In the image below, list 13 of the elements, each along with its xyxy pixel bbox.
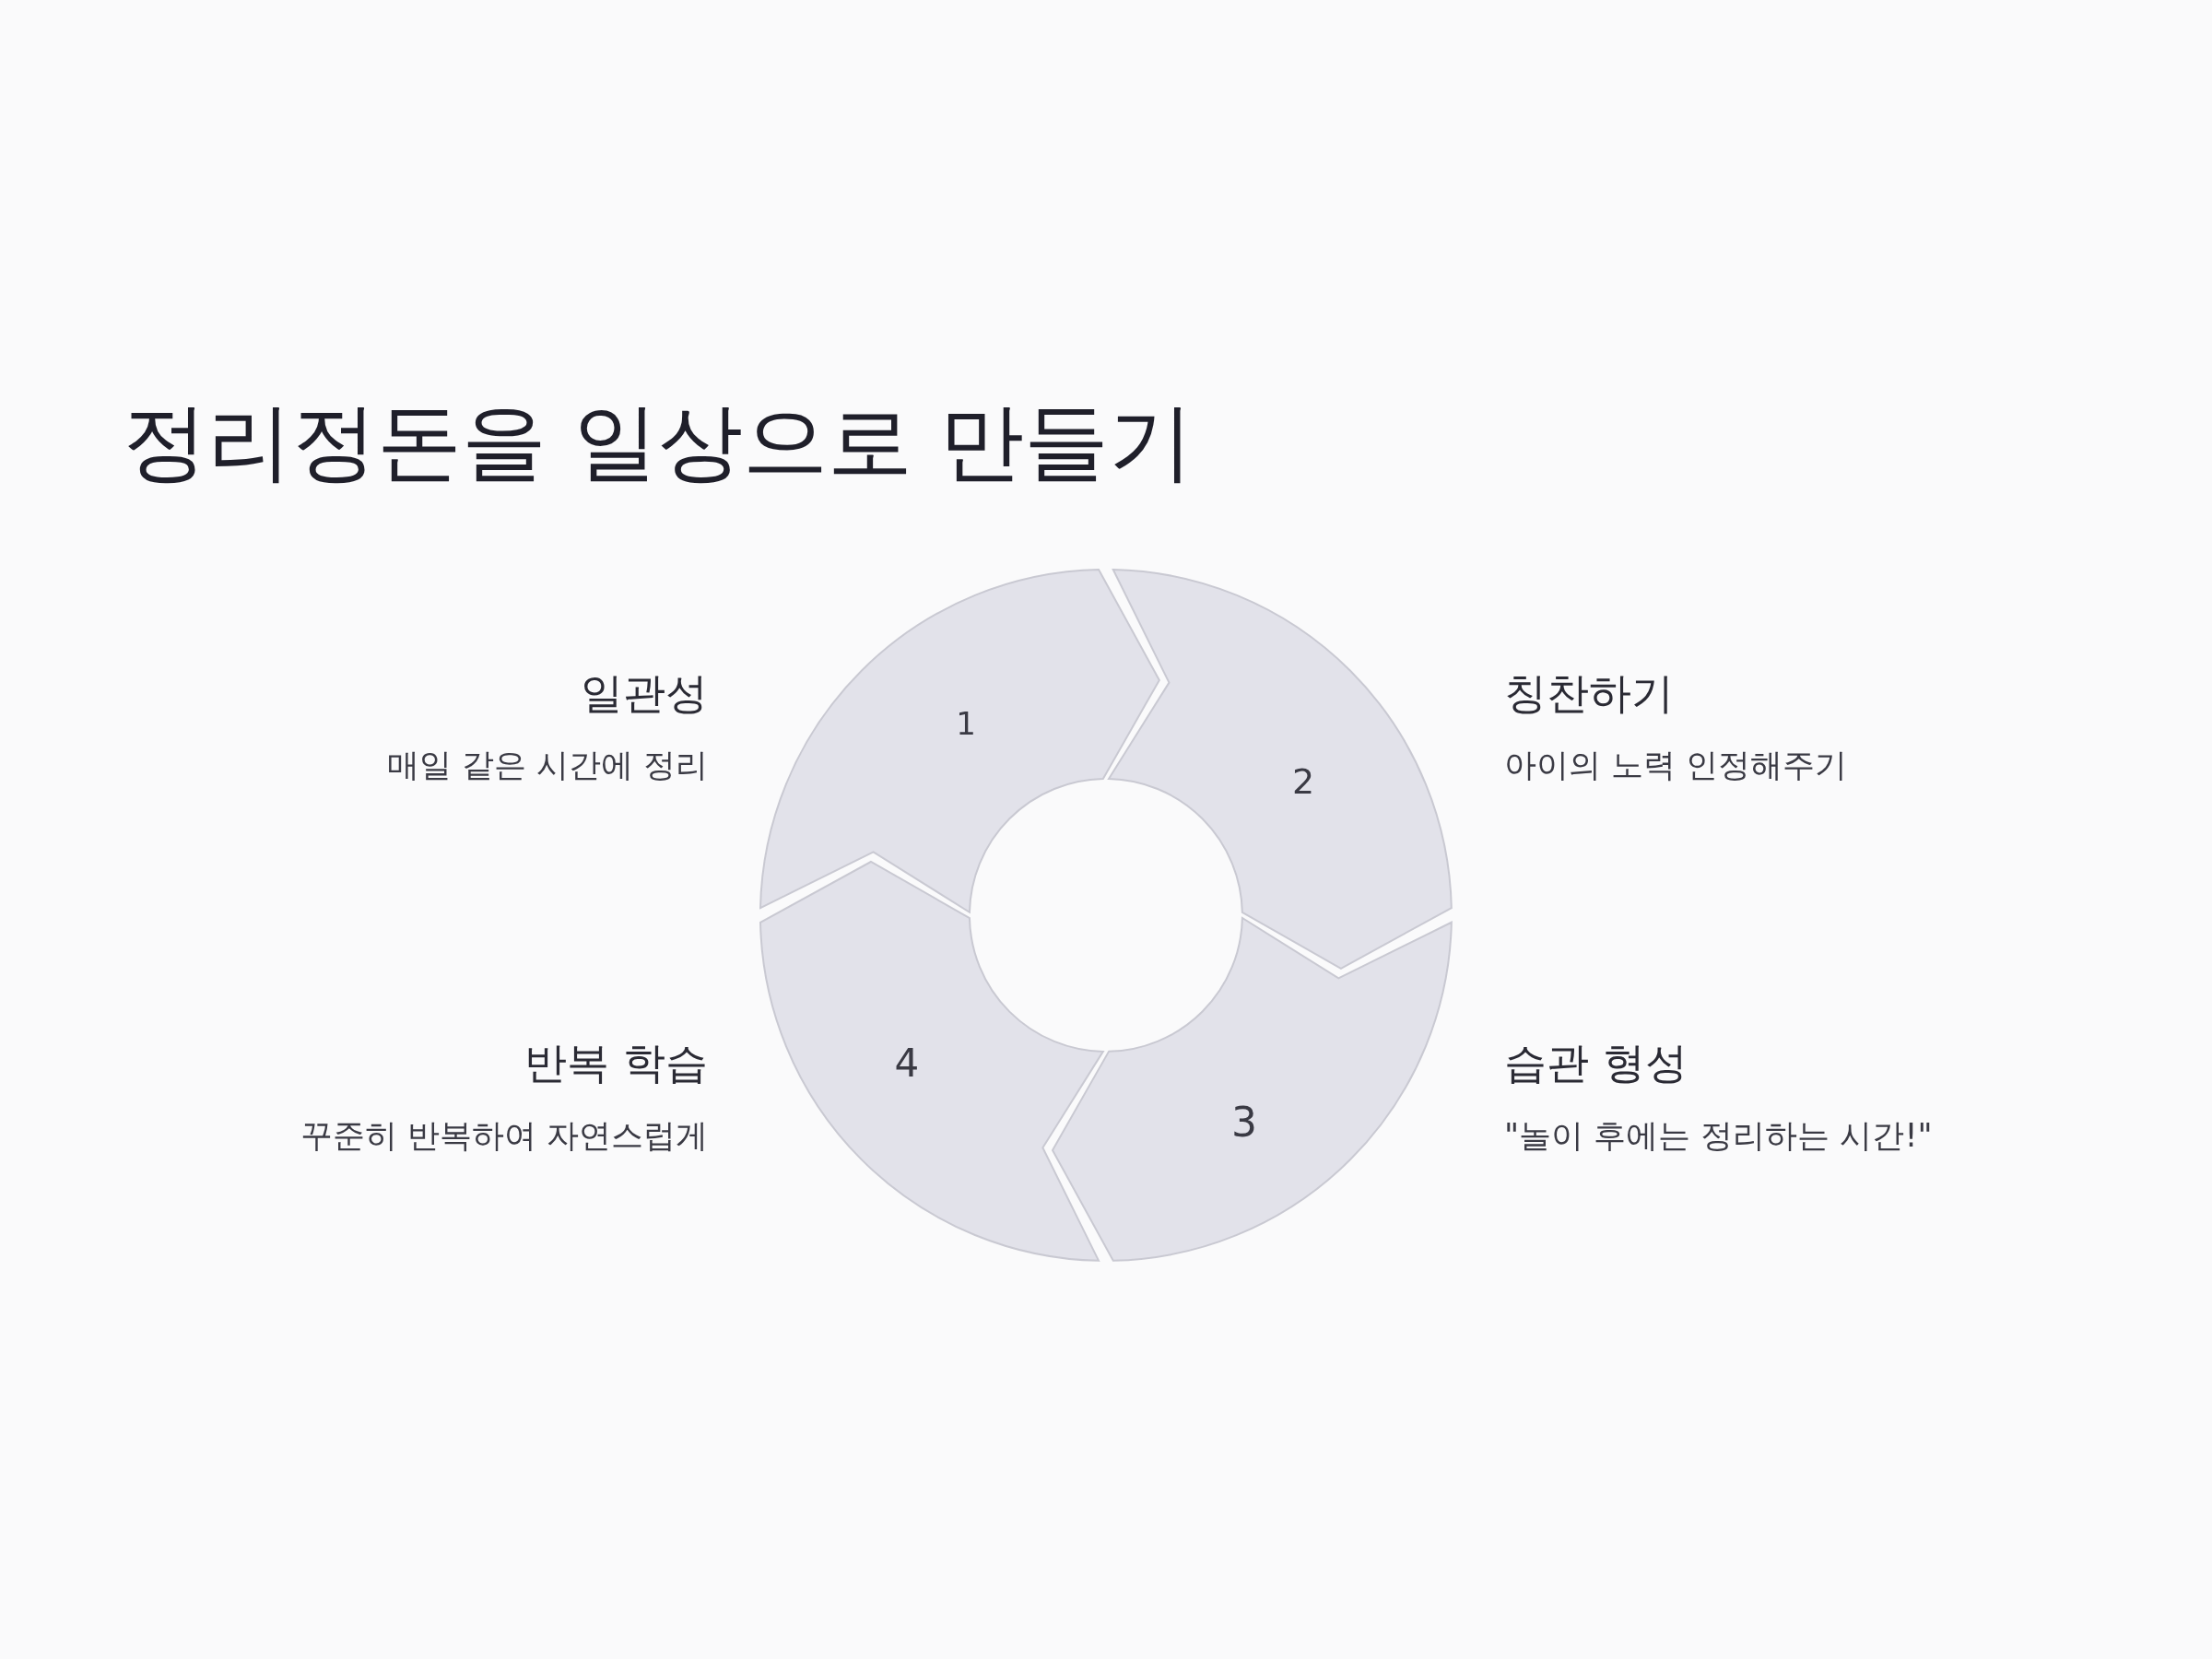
step-heading: 일관성 bbox=[581, 672, 708, 714]
step-heading: 칭찬하기 bbox=[1504, 672, 1674, 714]
step-number: 4 bbox=[894, 1044, 920, 1083]
step-number: 2 bbox=[1291, 764, 1315, 799]
step-number: 3 bbox=[1231, 1102, 1257, 1143]
step-description: 꾸준히 반복하여 자연스럽게 bbox=[300, 1119, 708, 1152]
step-number: 1 bbox=[956, 708, 976, 739]
step-description: 매일 같은 시간에 정리 bbox=[386, 748, 708, 782]
step-description: 아이의 노력 인정해주기 bbox=[1504, 748, 1848, 782]
title: 정리정돈을 일상으로 만들기 bbox=[123, 392, 1194, 493]
step-description: "놀이 후에는 정리하는 시간!" bbox=[1504, 1119, 1933, 1152]
step-heading: 습관 형성 bbox=[1504, 1041, 1688, 1084]
step-heading: 반복 학습 bbox=[524, 1041, 708, 1084]
